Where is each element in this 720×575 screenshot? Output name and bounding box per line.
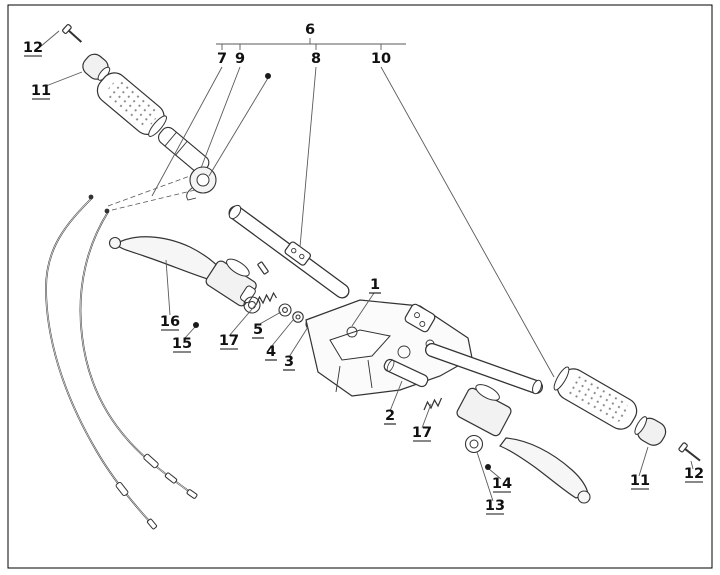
- throttle-drum: [186, 166, 217, 201]
- left-grip-screw: [62, 23, 83, 43]
- part-label-5: 5: [252, 322, 264, 339]
- callout-leader-lines: [39, 30, 694, 502]
- pivot-pin: [383, 358, 429, 388]
- part-label-17-right: 17: [412, 425, 432, 442]
- right-grip-screw: [678, 442, 701, 462]
- spring-right: [423, 397, 443, 411]
- part-label-14: 14: [492, 476, 512, 493]
- left-grip: [96, 72, 167, 137]
- part-label-11-bottom-right: 11: [630, 473, 650, 490]
- svg-text:17: 17: [412, 425, 432, 441]
- svg-text:14: 14: [492, 476, 512, 492]
- part-label-11-top-left: 11: [31, 83, 51, 100]
- callout-bracket-6: [216, 38, 406, 50]
- part-label-8: 8: [311, 51, 321, 67]
- switch-bracket: [404, 303, 436, 333]
- part-label-12-top-left: 12: [23, 40, 43, 57]
- right-lever-ball-end: [577, 490, 591, 504]
- left-lever-ball-end: [108, 236, 122, 250]
- svg-text:2: 2: [385, 408, 395, 424]
- part-label-1: 1: [369, 277, 381, 294]
- svg-text:15: 15: [172, 336, 192, 352]
- svg-text:5: 5: [253, 322, 263, 338]
- svg-text:10: 10: [371, 51, 391, 67]
- right-grip-end-weight: [634, 416, 667, 446]
- part-label-15: 15: [172, 336, 192, 353]
- svg-text:7: 7: [217, 51, 227, 67]
- svg-text:12: 12: [23, 40, 43, 56]
- part-label-13: 13: [485, 498, 505, 515]
- part-label-9: 9: [235, 51, 245, 67]
- part-label-7: 7: [217, 51, 227, 67]
- svg-text:11: 11: [31, 83, 51, 99]
- upper-clamp: [284, 241, 311, 266]
- svg-text:8: 8: [311, 51, 321, 67]
- svg-text:16: 16: [160, 314, 180, 330]
- svg-text:1: 1: [370, 277, 380, 293]
- part-label-10: 10: [371, 51, 391, 67]
- front-brake-master-cylinder: [205, 258, 261, 314]
- svg-text:4: 4: [266, 344, 276, 360]
- svg-text:17: 17: [219, 333, 239, 349]
- callout-dots: [193, 73, 491, 470]
- svg-text:6: 6: [305, 22, 315, 38]
- handlebar-tube-right: [425, 343, 543, 395]
- part-label-17-left: 17: [219, 333, 239, 350]
- cable-adjusters: [115, 453, 198, 530]
- part-label-2: 2: [384, 408, 396, 425]
- right-grip: [553, 366, 638, 430]
- svg-text:11: 11: [630, 473, 650, 489]
- part-label-3: 3: [283, 354, 295, 371]
- left-grip-end-weight: [82, 53, 111, 81]
- control-cables: [45, 194, 191, 523]
- svg-text:13: 13: [485, 498, 505, 514]
- cable-routing-dashes: [107, 175, 196, 211]
- part-label-6: 6: [305, 22, 315, 38]
- svg-text:9: 9: [235, 51, 245, 67]
- svg-text:3: 3: [284, 354, 294, 370]
- svg-text:12: 12: [684, 466, 704, 482]
- part-label-16: 16: [160, 314, 180, 331]
- spring-left: [255, 291, 278, 306]
- lever-pivot-bolt: [257, 261, 269, 275]
- rear-brake-master-cylinder: [456, 384, 512, 454]
- part-label-4: 4: [265, 344, 277, 361]
- part-label-12-bottom-right: 12: [684, 466, 704, 483]
